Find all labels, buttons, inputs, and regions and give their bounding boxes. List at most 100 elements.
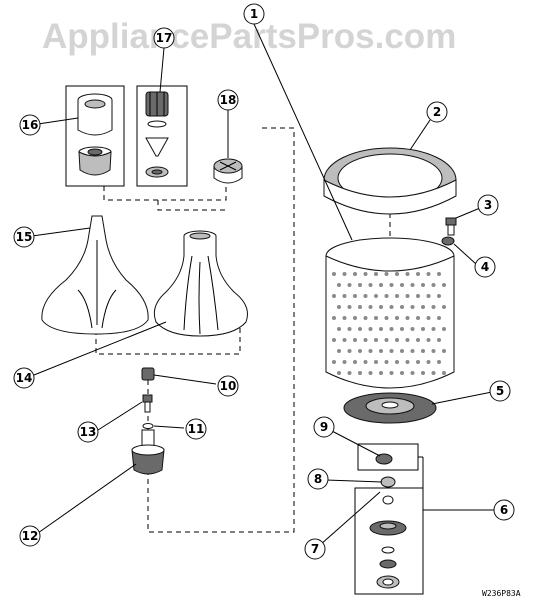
basket-hole [358,305,362,309]
callout-8: 8 [307,468,329,490]
callout-10: 10 [217,375,239,397]
basket-hole [379,305,383,309]
basket-hole [363,272,368,276]
basket-hole [347,349,352,353]
basket-hole [358,349,362,353]
svg-text:18: 18 [220,93,237,107]
svg-text:2: 2 [433,105,441,119]
part-14-agitator [153,230,248,337]
callout-6: 6 [493,499,515,521]
svg-text:3: 3 [484,198,492,212]
basket-hole [384,316,389,320]
basket-hole [400,327,404,331]
leader-lines [31,23,494,546]
callout-3: 3 [477,194,499,216]
basket-hole [416,272,420,276]
callout-9: 9 [313,416,335,438]
part-13-screw [142,394,153,413]
callout-12: 12 [19,525,41,547]
basket-hole [442,371,446,375]
basket-hole [442,349,446,353]
basket-hole [421,371,425,375]
basket-hole [405,294,410,298]
basket-hole [405,338,410,342]
basket-hole [353,272,357,276]
basket-hole [374,338,378,342]
svg-text:4: 4 [481,260,489,274]
basket-hole [442,327,446,331]
basket-hole [363,294,368,298]
basket-hole [416,316,420,320]
basket-hole [342,338,347,342]
part-16-group [65,85,125,187]
callout-1: 1 [243,3,265,25]
basket-hole [337,371,341,375]
callout-7: 7 [304,538,326,560]
basket-hole [347,371,352,375]
basket-hole [431,327,436,331]
basket-hole [337,305,341,309]
basket-hole [384,338,389,342]
basket-hole [431,371,436,375]
svg-text:6: 6 [500,503,508,517]
basket-hole [437,360,441,364]
basket-hole [358,371,362,375]
basket-hole [400,305,404,309]
basket-hole [426,360,431,364]
part-5-basket-hub [343,392,437,424]
svg-text:1: 1 [250,7,258,21]
callout-15: 15 [13,226,35,248]
basket-hole [353,338,357,342]
basket-hole [416,338,420,342]
basket-hole [337,349,341,353]
part-17-group [136,85,188,187]
basket-hole [389,283,394,287]
svg-text:5: 5 [496,384,504,398]
part-2-tub-ring [323,147,457,215]
basket-hole [395,360,399,364]
callout-16: 16 [19,114,41,136]
svg-text:10: 10 [220,379,237,393]
basket-hole [395,338,399,342]
svg-text:11: 11 [188,422,205,436]
callout-4: 4 [474,256,496,278]
basket-hole [368,371,373,375]
basket-hole [332,360,336,364]
basket-hole [400,371,404,375]
svg-text:12: 12 [22,529,39,543]
basket-hole [368,283,373,287]
svg-text:9: 9 [320,420,328,434]
basket-hole [379,371,383,375]
part-15-agitator [41,215,149,335]
basket-hole [353,294,357,298]
svg-text:15: 15 [16,230,33,244]
basket-hole [368,349,373,353]
basket-hole [395,316,399,320]
basket-hole [410,327,415,331]
basket-hole [363,338,368,342]
basket-hole [410,283,415,287]
basket-hole [358,327,362,331]
basket-hole [431,349,436,353]
callout-5: 5 [489,380,511,402]
basket-hole [410,305,415,309]
basket-hole [332,294,336,298]
basket-hole [332,272,336,276]
part-6-group [354,443,424,595]
basket-hole [442,305,446,309]
basket-hole [410,349,415,353]
basket-hole [400,283,404,287]
basket-hole [395,272,399,276]
basket-hole [437,294,441,298]
basket-hole [379,327,383,331]
basket-hole [368,327,373,331]
part-4-washer [441,236,455,246]
svg-text:8: 8 [314,472,322,486]
basket-hole [421,327,425,331]
basket-hole [363,360,368,364]
basket-hole [442,283,446,287]
basket-hole [384,272,389,276]
basket-hole [389,327,394,331]
basket-hole [363,316,368,320]
